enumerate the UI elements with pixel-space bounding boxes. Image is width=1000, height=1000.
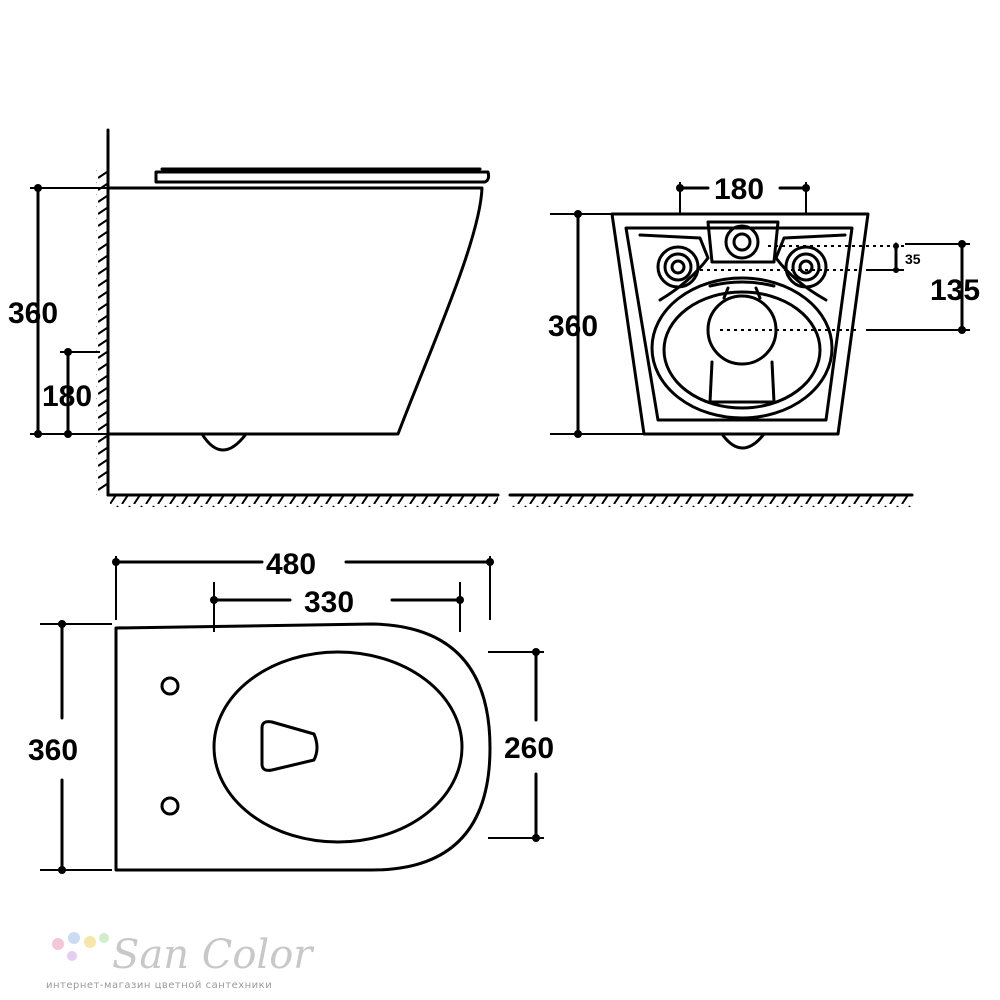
front-outlet <box>720 432 766 450</box>
brand-dots <box>52 932 109 961</box>
front-offset-small-label: 35 <box>905 251 921 267</box>
front-top-width-label: 180 <box>714 173 764 206</box>
front-bowl-outer <box>650 276 834 420</box>
front-height-label: 360 <box>548 310 598 343</box>
top-bowl-opening <box>212 650 464 844</box>
top-length-label: 480 <box>266 548 316 581</box>
front-hole-left-inner <box>670 259 686 275</box>
side-view: 360 180 <box>8 128 500 507</box>
front-center-housing <box>706 220 780 264</box>
floor-hatch-right <box>512 495 912 507</box>
wall-hatch <box>96 170 108 495</box>
dot-3 <box>84 936 96 948</box>
front-shoulder-left <box>638 233 710 302</box>
front-shoulder-right <box>774 233 847 302</box>
brand-name: San Color <box>112 932 315 978</box>
bowl-body <box>106 186 484 436</box>
front-view: 180 35 135 360 <box>508 173 980 507</box>
front-hole-right-mid <box>791 252 821 282</box>
dot-1 <box>52 938 64 950</box>
top-hinge-hole-upper <box>160 676 180 696</box>
top-inner-width-label: 260 <box>504 732 554 765</box>
side-mount-label: 180 <box>42 380 92 413</box>
front-body-outer <box>610 212 870 436</box>
top-drain <box>260 720 319 772</box>
front-trap <box>708 360 776 404</box>
top-width-label: 360 <box>28 734 78 767</box>
dot-2 <box>68 932 80 944</box>
floor-hatch-left <box>110 495 498 507</box>
top-outline <box>114 622 492 872</box>
brand-tagline: интернет-магазин цветной сантехники <box>46 980 272 991</box>
top-view: 480 330 360 260 <box>28 548 554 874</box>
front-inlet-inner <box>732 232 752 252</box>
front-hole-right-inner <box>798 259 814 275</box>
top-inner-length-label: 330 <box>304 586 354 619</box>
front-hole-left-mid <box>663 252 693 282</box>
front-inlet-outer <box>724 224 760 260</box>
front-bowl-inner <box>662 290 822 410</box>
dot-5 <box>67 951 77 961</box>
front-offset-large-label: 135 <box>930 274 980 307</box>
top-hinge-hole-lower <box>160 796 180 816</box>
dot-4 <box>99 933 109 943</box>
watermark: San Color интернет-магазин цветной санте… <box>46 932 315 991</box>
seat-lid <box>154 170 491 184</box>
side-height-label: 360 <box>8 297 58 330</box>
side-outlet <box>200 432 248 452</box>
